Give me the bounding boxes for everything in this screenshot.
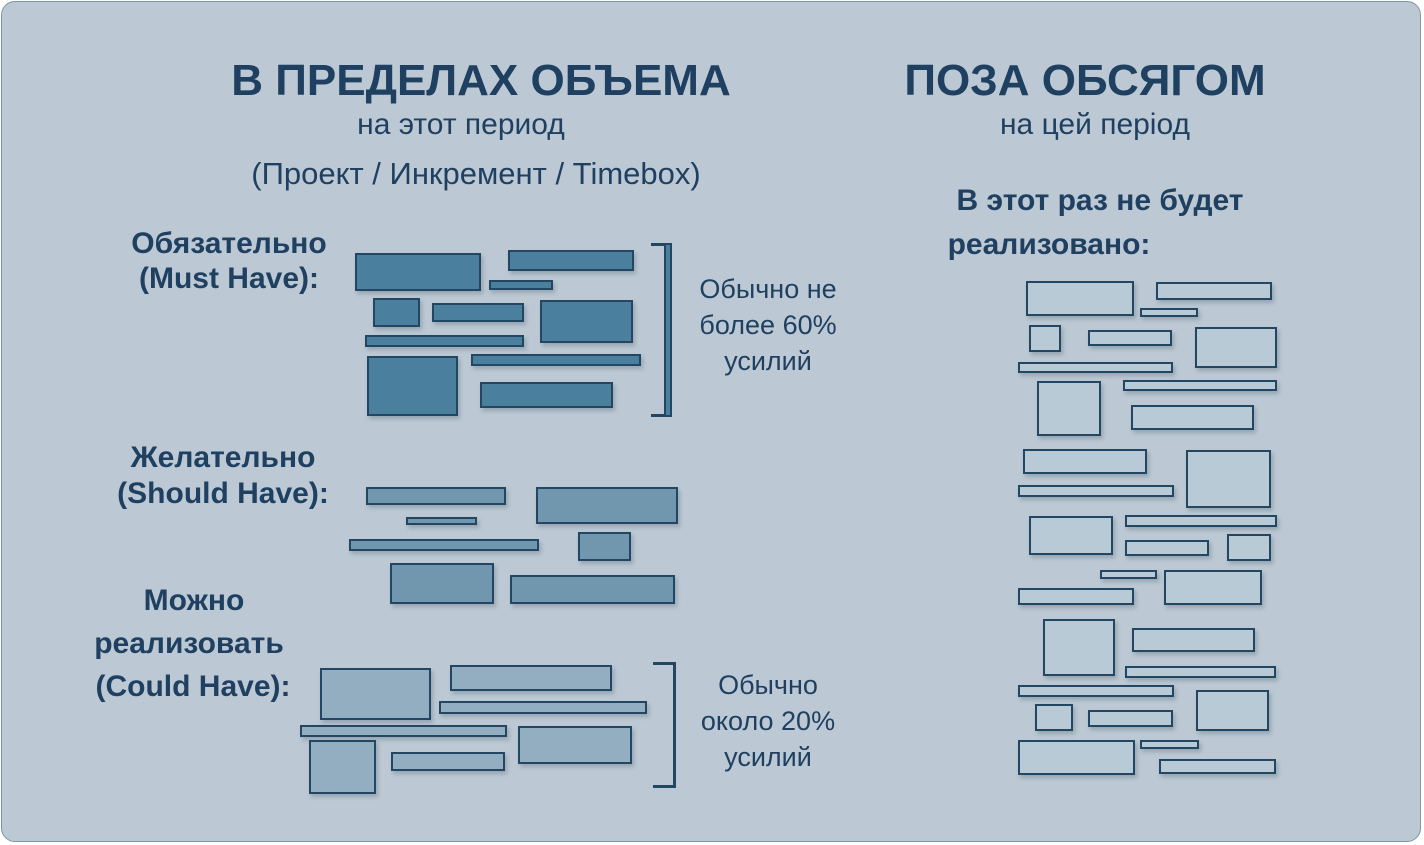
wont-requirement-block [1156, 282, 1272, 300]
could-bracket [653, 662, 676, 788]
wont-label-2: реализовано: [947, 228, 1151, 261]
wont-requirement-block [1026, 281, 1134, 316]
could-note-3: усилий [724, 742, 812, 772]
wont-requirement-block [1018, 485, 1174, 497]
wont-requirement-block [1088, 710, 1173, 727]
wont-requirement-block [1125, 666, 1276, 678]
should-requirement-block [349, 539, 539, 551]
wont-requirement-block [1140, 308, 1198, 317]
out-of-scope-subtitle: на цей період [999, 108, 1191, 141]
wont-requirement-block [1125, 515, 1277, 527]
wont-requirement-block [1131, 405, 1254, 430]
must-requirement-block [355, 253, 481, 291]
must-requirement-block [367, 356, 458, 416]
must-requirement-block [508, 250, 634, 271]
wont-requirement-block [1196, 690, 1269, 731]
wont-requirement-block [1018, 685, 1174, 697]
must-requirement-block [540, 300, 633, 343]
should-requirement-block [578, 532, 631, 561]
must-requirement-block [365, 335, 524, 347]
should-requirement-block [536, 487, 678, 524]
wont-requirement-block [1088, 330, 1172, 346]
should-requirement-block [366, 487, 506, 505]
must-requirement-block [432, 303, 524, 322]
wont-requirement-block [1100, 570, 1157, 579]
wont-label-1: В этот раз не будет [956, 184, 1244, 217]
should-label-2: (Should Have): [117, 477, 329, 510]
must-label-2: (Must Have): [138, 262, 320, 295]
could-note-2: около 20% [700, 706, 836, 736]
wont-requirement-block [1018, 362, 1173, 373]
wont-requirement-block [1037, 381, 1101, 436]
wont-requirement-block [1029, 516, 1113, 555]
must-note-3: усилий [724, 346, 812, 376]
could-requirement-block [450, 665, 612, 691]
must-label-1: Обязательно [131, 227, 327, 260]
could-note-1: Обычно [718, 670, 818, 700]
should-label-1: Желательно [130, 441, 316, 474]
must-note-1: Обычно не [699, 274, 837, 304]
could-requirement-block [518, 726, 632, 764]
wont-requirement-block [1029, 325, 1061, 352]
wont-requirement-block [1018, 740, 1135, 775]
in-scope-subtitle: на этот период [357, 108, 565, 141]
must-requirement-block [373, 298, 420, 327]
could-requirement-block [320, 668, 431, 720]
could-requirement-block [300, 725, 507, 737]
could-label-3: (Could Have): [95, 670, 291, 703]
could-requirement-block [309, 740, 376, 794]
wont-requirement-block [1227, 534, 1271, 561]
wont-requirement-block [1164, 570, 1262, 605]
must-requirement-block [489, 280, 553, 290]
wont-requirement-block [1125, 540, 1209, 556]
wont-requirement-block [1132, 628, 1255, 652]
should-requirement-block [390, 563, 494, 604]
should-requirement-block [510, 575, 675, 604]
wont-requirement-block [1140, 740, 1199, 749]
must-requirement-block [471, 354, 641, 366]
could-requirement-block [439, 701, 647, 714]
wont-requirement-block [1123, 380, 1277, 391]
must-requirement-block [480, 382, 613, 408]
could-label-2: реализовать [94, 627, 284, 660]
wont-requirement-block [1043, 619, 1115, 676]
wont-requirement-block [1186, 450, 1271, 508]
could-label-1: Можно [143, 584, 245, 617]
out-of-scope-title: ПОЗА ОБСЯГОМ [904, 56, 1266, 105]
in-scope-title: В ПРЕДЕЛАХ ОБЪЕМА [231, 56, 731, 105]
wont-requirement-block [1023, 449, 1147, 474]
must-bracket [651, 243, 672, 417]
should-requirement-block [406, 517, 477, 525]
must-note-2: более 60% [699, 310, 837, 340]
wont-requirement-block [1018, 588, 1134, 605]
wont-requirement-block [1035, 704, 1073, 731]
could-requirement-block [391, 752, 505, 771]
scope-note: (Проект / Инкремент / Timebox) [251, 156, 701, 191]
wont-requirement-block [1159, 759, 1276, 774]
wont-requirement-block [1195, 327, 1277, 368]
